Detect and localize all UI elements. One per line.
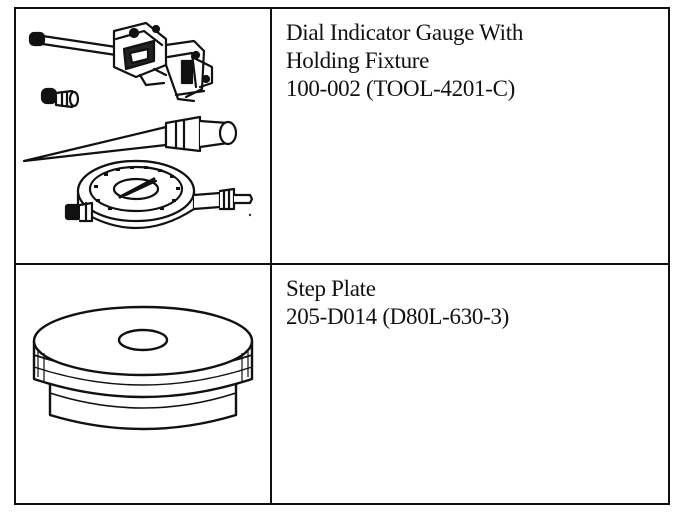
- tool-name-line: Dial Indicator Gauge With: [286, 20, 524, 45]
- tool-image-cell: [16, 9, 272, 263]
- step-plate-illustration: [32, 305, 254, 431]
- tool-name-line: Step Plate: [286, 276, 376, 301]
- tool-part-number: 100-002 (TOOL-4201-C): [286, 76, 515, 101]
- dial-indicator-gauge-illustration: [22, 21, 254, 230]
- tool-description-cell: Dial Indicator Gauge With Holding Fixtur…: [272, 9, 668, 263]
- tool-name-line: Holding Fixture: [286, 48, 430, 73]
- tool-image-cell: [16, 265, 272, 503]
- tool-row-dial-indicator: Dial Indicator Gauge With Holding Fixtur…: [16, 9, 668, 265]
- tool-description-cell: Step Plate 205-D014 (D80L-630-3): [272, 265, 668, 503]
- tool-row-step-plate: Step Plate 205-D014 (D80L-630-3): [16, 265, 668, 503]
- special-tools-table: Dial Indicator Gauge With Holding Fixtur…: [14, 7, 670, 505]
- tool-part-number: 205-D014 (D80L-630-3): [286, 304, 510, 329]
